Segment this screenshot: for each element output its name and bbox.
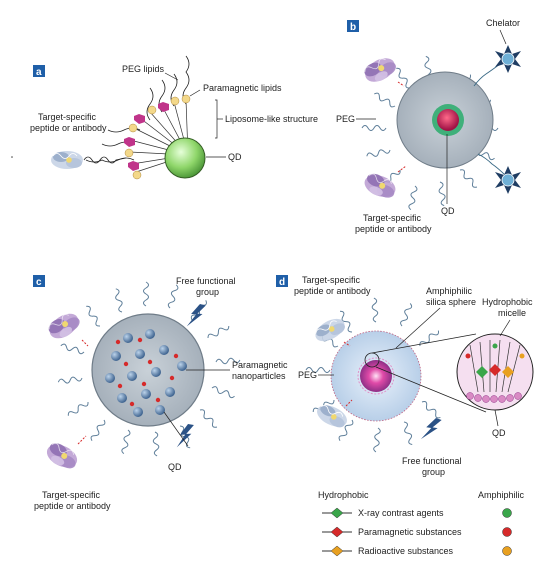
label-amph-d-2: silica sphere <box>426 297 476 307</box>
magnified-micelle <box>456 333 534 411</box>
panel-c-letter: c <box>36 277 42 288</box>
label-free-d-1: Free functional <box>402 456 462 466</box>
label-free-d-2: group <box>422 467 445 477</box>
legend-circle-marker <box>502 527 512 537</box>
legend-row: Radioactive substances <box>322 545 512 557</box>
label-para-c-2: nanoparticles <box>232 371 286 381</box>
label-peg-d: PEG <box>298 370 317 380</box>
panel-b-badge <box>347 20 359 32</box>
antibody-a <box>50 150 84 170</box>
chelator-icon-2 <box>494 165 522 195</box>
bolt-icon-d <box>420 415 442 444</box>
antibody-c-1 <box>44 308 84 344</box>
panel-d: d <box>276 275 534 477</box>
paramagnetic-nanoparticles <box>105 329 187 417</box>
lipid-heads <box>124 94 191 180</box>
red-dots-c <box>115 337 179 407</box>
label-qd-c: QD <box>168 462 182 472</box>
label-hydro-d-1: Hydrophobic <box>482 297 533 307</box>
label-target-a-1: Target-specific <box>38 112 97 122</box>
qd-sphere-a <box>164 137 206 179</box>
label-qd-b: QD <box>441 206 455 216</box>
legend: Hydrophobic Amphiphilic X-ray contrast a… <box>318 490 525 557</box>
antibody-b-1 <box>360 52 400 88</box>
label-hydro-d-2: micelle <box>498 308 526 318</box>
chelator-icon-1 <box>494 44 522 74</box>
antibody-c-2 <box>42 439 82 473</box>
label-para-c-1: Paramagnetic <box>232 360 288 370</box>
label-free-c-1: Free functional <box>176 276 236 286</box>
label-target-c-1: Target-specific <box>42 490 101 500</box>
label-paramagnetic-lipids: Paramagnetic lipids <box>203 83 282 93</box>
legend-amphiphilic: Amphiphilic <box>478 490 525 500</box>
label-chelator: Chelator <box>486 18 520 28</box>
panel-d-letter: d <box>279 277 285 288</box>
antibody-b-2 <box>361 170 399 202</box>
bolt-icon-c-1 <box>186 302 206 330</box>
label-free-c-2: group <box>196 287 219 297</box>
legend-label: Radioactive substances <box>358 546 454 556</box>
qd-core-b <box>437 109 459 131</box>
bolt-icon-c-2 <box>176 422 194 450</box>
label-target-d-2: peptide or antibody <box>294 286 371 296</box>
legend-circle-marker <box>502 508 512 518</box>
label-peg-b: PEG <box>336 114 355 124</box>
legend-diamond-marker <box>330 526 344 538</box>
legend-label: X-ray contrast agents <box>358 508 444 518</box>
panel-c: c <box>33 275 288 511</box>
legend-row: X-ray contrast agents <box>322 507 512 519</box>
legend-label: Paramagnetic substances <box>358 527 462 537</box>
label-target-b-1: Target-specific <box>363 213 422 223</box>
label-target-a-2: peptide or antibody <box>30 123 107 133</box>
panel-c-badge <box>33 275 45 287</box>
label-qd-a: QD <box>228 152 242 162</box>
label-peg-lipids: PEG lipids <box>122 64 165 74</box>
panel-a-badge <box>33 65 45 77</box>
panel-b-letter: b <box>350 22 356 33</box>
label-liposome-like: Liposome-like structure <box>225 114 318 124</box>
label-target-d-1: Target-specific <box>302 275 361 285</box>
label-amph-d-1: Amphiphilic <box>426 286 473 296</box>
panel-a: a <box>11 55 318 180</box>
legend-row: Paramagnetic substances <box>322 526 512 538</box>
legend-hydrophobic: Hydrophobic <box>318 490 369 500</box>
label-target-c-2: peptide or antibody <box>34 501 111 511</box>
core-d <box>360 360 392 392</box>
panel-b: b Chelator PEG <box>336 18 522 234</box>
legend-diamond-marker <box>330 507 344 519</box>
legend-diamond-marker <box>330 545 344 557</box>
antibody-d-1 <box>311 313 349 347</box>
legend-circle-marker <box>502 546 512 556</box>
antibody-link-a <box>83 156 127 164</box>
panel-d-badge <box>276 275 288 287</box>
label-target-b-2: peptide or antibody <box>355 224 432 234</box>
panel-a-letter: a <box>36 67 42 78</box>
label-qd-d: QD <box>492 428 506 438</box>
